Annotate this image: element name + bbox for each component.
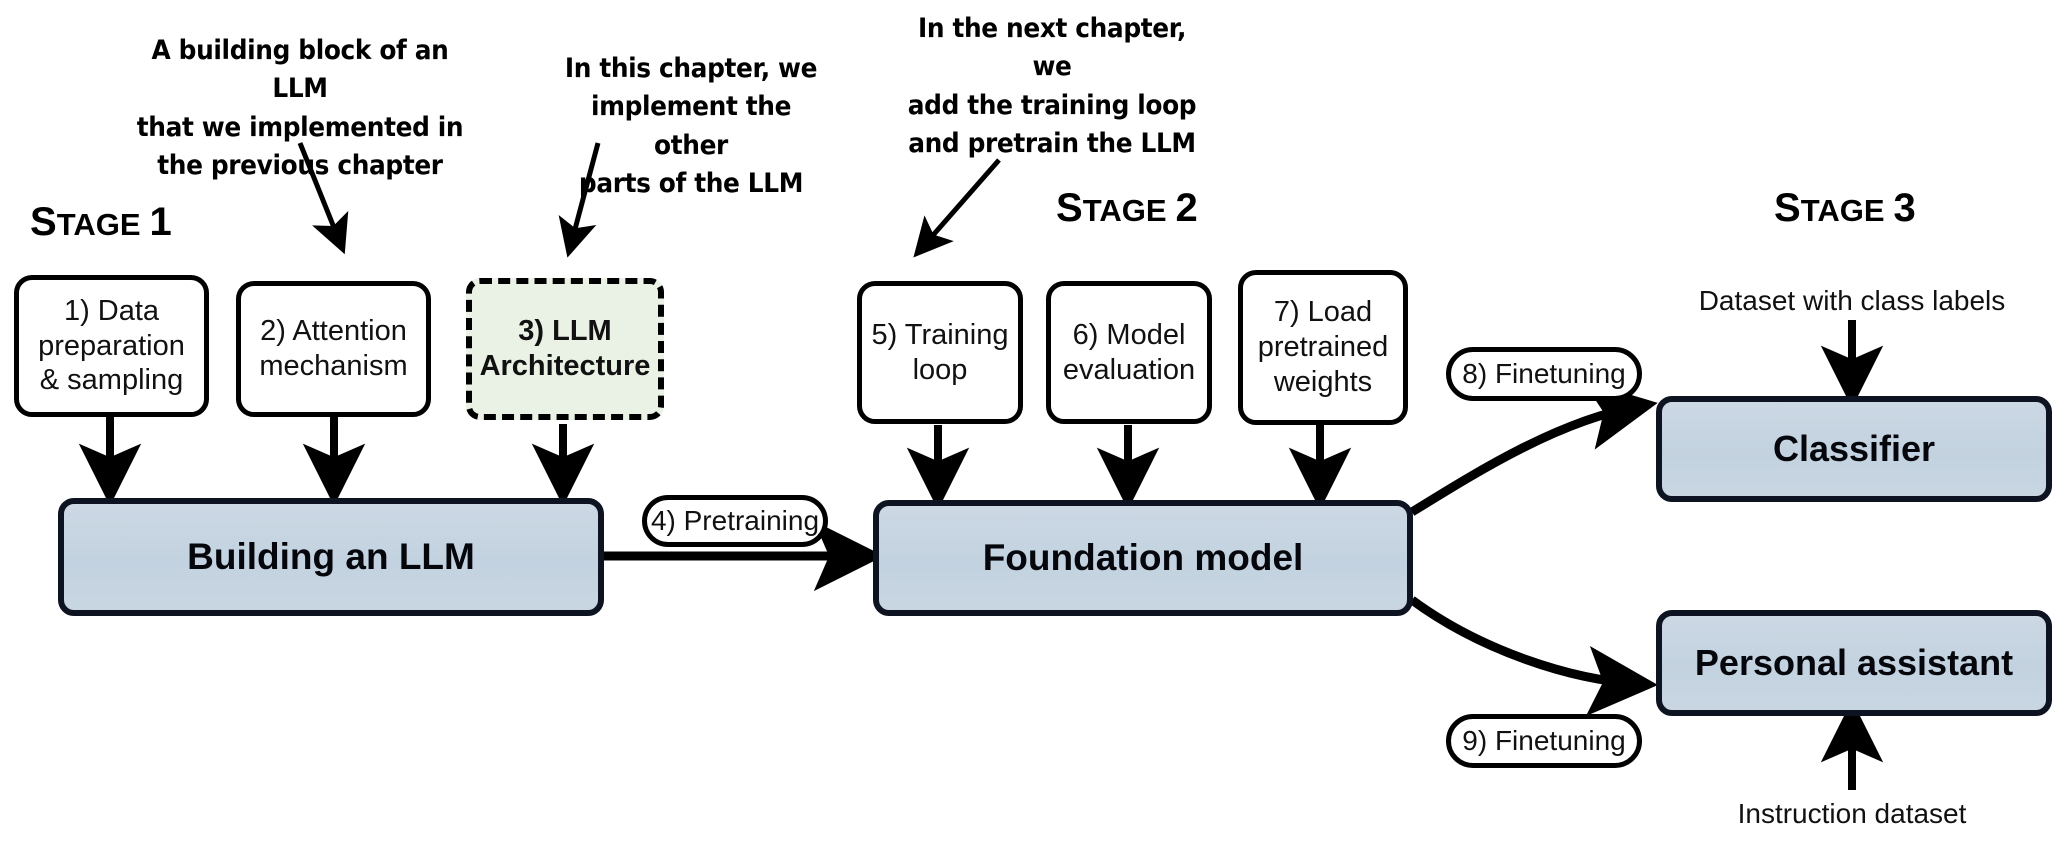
step-box-data-preparation[interactable]: 1) Data preparation & sampling bbox=[14, 275, 209, 417]
callout-line: that we implemented in bbox=[136, 111, 464, 143]
pill-label: 9) Finetuning bbox=[1462, 725, 1626, 756]
step-line: preparation bbox=[38, 329, 185, 362]
callout-arrow-3 bbox=[913, 158, 1001, 258]
callout-this-chapter: In this chapter, we implement the other … bbox=[558, 50, 825, 203]
callout-line: parts of the LLM bbox=[578, 167, 804, 199]
callout-next-chapter: In the next chapter, we add the training… bbox=[905, 10, 1199, 163]
step-line: pretrained bbox=[1257, 331, 1389, 364]
callout-line: In this chapter, we bbox=[564, 53, 818, 84]
step-box-attention-mechanism[interactable]: 2) Attention mechanism bbox=[236, 281, 431, 417]
stage-label-prefix: S bbox=[1056, 186, 1083, 230]
stage-label-rest: TAGE bbox=[1082, 193, 1167, 228]
outcome-label: Foundation model bbox=[982, 537, 1304, 578]
outcome-personal-assistant[interactable]: Personal assistant bbox=[1656, 610, 2052, 716]
outcome-classifier[interactable]: Classifier bbox=[1656, 396, 2052, 502]
callout-previous-chapter: A building block of an LLM that we imple… bbox=[125, 32, 475, 185]
callout-line: add the training loop bbox=[907, 89, 1197, 121]
step-line: Architecture bbox=[479, 350, 651, 382]
step-line: 1) Data bbox=[63, 294, 160, 327]
arrow-to-classifier bbox=[1409, 380, 1658, 516]
caption-dataset-class-labels: Dataset with class labels bbox=[1652, 285, 2052, 317]
step-box-load-pretrained-weights[interactable]: 7) Load pretrained weights bbox=[1238, 270, 1408, 425]
stage-label-number: 1 bbox=[149, 200, 172, 244]
callout-line: the previous chapter bbox=[157, 149, 443, 181]
step-line: loop bbox=[912, 353, 968, 386]
outcome-label: Personal assistant bbox=[1694, 642, 2014, 683]
stage-label-rest: TAGE bbox=[56, 207, 141, 242]
step-line: 6) Model bbox=[1072, 318, 1186, 351]
stage-label-prefix: S bbox=[30, 200, 57, 244]
callout-line: implement the other bbox=[590, 91, 792, 161]
outcome-label: Classifier bbox=[1772, 428, 1936, 469]
stage-label-rest: TAGE bbox=[1800, 193, 1885, 228]
caption-text: Dataset with class labels bbox=[1698, 285, 2006, 316]
outcome-label: Building an LLM bbox=[187, 536, 475, 577]
step-line: mechanism bbox=[259, 350, 408, 382]
callout-line: and pretrain the LLM bbox=[908, 127, 1196, 159]
stage-label-number: 3 bbox=[1893, 186, 1916, 230]
pill-label: 8) Finetuning bbox=[1462, 358, 1626, 389]
step-line: 3) LLM bbox=[518, 315, 612, 348]
step-box-llm-architecture[interactable]: 3) LLM Architecture bbox=[466, 278, 664, 420]
pill-label: 4) Pretraining bbox=[650, 505, 820, 536]
callout-line: In the next chapter, we bbox=[917, 13, 1187, 83]
outcome-building-an-llm[interactable]: Building an LLM bbox=[58, 498, 604, 616]
stage-label-number: 2 bbox=[1175, 186, 1198, 230]
label-finetuning-assistant[interactable]: 9) Finetuning bbox=[1446, 714, 1642, 768]
step-line: weights bbox=[1273, 365, 1373, 398]
step-line: 7) Load bbox=[1273, 296, 1373, 329]
arrow-to-assistant bbox=[1409, 596, 1658, 717]
outcome-foundation-model[interactable]: Foundation model bbox=[873, 500, 1413, 616]
step-box-training-loop[interactable]: 5) Training loop bbox=[857, 281, 1023, 424]
stage-label-prefix: S bbox=[1774, 186, 1801, 230]
callout-line: A building block of an LLM bbox=[151, 35, 449, 105]
label-finetuning-classifier[interactable]: 8) Finetuning bbox=[1446, 347, 1642, 401]
step-line: 5) Training bbox=[871, 318, 1009, 351]
step-box-model-evaluation[interactable]: 6) Model evaluation bbox=[1046, 281, 1212, 424]
step-line: & sampling bbox=[39, 364, 184, 397]
caption-instruction-dataset: Instruction dataset bbox=[1652, 798, 2052, 830]
step-line: evaluation bbox=[1062, 353, 1196, 386]
step-line: 2) Attention bbox=[260, 315, 407, 348]
caption-text: Instruction dataset bbox=[1737, 798, 1967, 829]
label-pretraining[interactable]: 4) Pretraining bbox=[642, 495, 828, 547]
